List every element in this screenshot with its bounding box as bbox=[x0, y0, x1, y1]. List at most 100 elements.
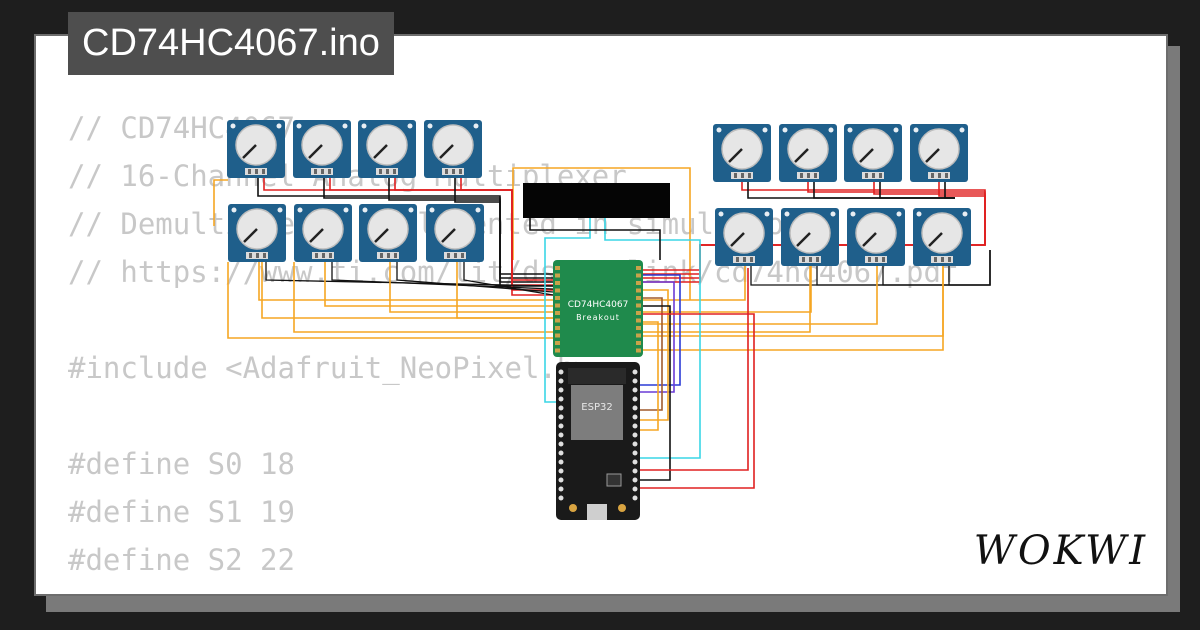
pot-hole bbox=[277, 207, 283, 213]
esp32-pin bbox=[558, 369, 564, 375]
esp32-chip bbox=[606, 473, 622, 487]
pot-indicator bbox=[794, 148, 809, 163]
esp32-label: ESP32 bbox=[581, 402, 612, 413]
esp32-pin bbox=[632, 432, 638, 438]
mux-pin bbox=[636, 341, 641, 345]
wire bbox=[604, 218, 701, 459]
project-title[interactable]: CD74HC4067.ino bbox=[68, 12, 394, 75]
pot-hole bbox=[276, 123, 282, 129]
wire bbox=[640, 289, 669, 421]
pot-hole bbox=[850, 211, 856, 217]
pot-pin bbox=[748, 173, 751, 178]
pot-hole bbox=[408, 207, 414, 213]
potentiometer bbox=[847, 208, 905, 266]
pot-pin bbox=[807, 173, 810, 178]
pot-indicator bbox=[243, 228, 258, 243]
pot-indicator bbox=[309, 228, 324, 243]
esp32-pin bbox=[558, 432, 564, 438]
pot-pin bbox=[875, 257, 878, 262]
mux-label-line2: Breakout bbox=[576, 313, 620, 322]
wire bbox=[640, 321, 659, 431]
esp32-pin bbox=[558, 396, 564, 402]
pot-pin bbox=[734, 173, 737, 178]
pot-pin bbox=[329, 253, 332, 258]
pot-pin bbox=[315, 253, 318, 258]
pot-hole bbox=[830, 211, 836, 217]
esp32-pin bbox=[558, 450, 564, 456]
wire bbox=[258, 262, 553, 301]
esp32-pin bbox=[632, 405, 638, 411]
potentiometer bbox=[910, 124, 968, 182]
pot-pin bbox=[328, 169, 331, 174]
pot-hole bbox=[362, 207, 368, 213]
wire bbox=[389, 262, 553, 313]
boot-button-icon[interactable] bbox=[569, 504, 577, 512]
pot-pin bbox=[262, 169, 265, 174]
potentiometer bbox=[844, 124, 902, 182]
wire bbox=[213, 179, 228, 226]
wire bbox=[879, 182, 955, 199]
pot-hole bbox=[896, 211, 902, 217]
pot-pin bbox=[394, 253, 397, 258]
mux-pin bbox=[636, 266, 641, 270]
mux-pin bbox=[555, 333, 560, 338]
potentiometer bbox=[713, 124, 771, 182]
pot-hole bbox=[916, 211, 922, 217]
potentiometers[interactable] bbox=[227, 120, 971, 266]
pot-pin bbox=[800, 173, 803, 178]
wire bbox=[512, 167, 691, 300]
pot-pin bbox=[461, 253, 464, 258]
wire bbox=[640, 297, 663, 411]
pot-hole bbox=[407, 123, 413, 129]
pot-pin bbox=[459, 169, 462, 174]
pot-pin bbox=[445, 169, 448, 174]
pot-pin bbox=[802, 257, 805, 262]
esp32-pin bbox=[558, 378, 564, 384]
esp32-pin bbox=[558, 441, 564, 447]
pot-hole bbox=[784, 211, 790, 217]
wire bbox=[640, 274, 681, 386]
mux-pin bbox=[555, 288, 560, 293]
wires bbox=[213, 167, 991, 489]
pot-indicator bbox=[796, 232, 811, 247]
esp32-pin bbox=[632, 459, 638, 465]
wire bbox=[293, 262, 553, 333]
pot-hole bbox=[473, 123, 479, 129]
wokwi-logo: WOKWI bbox=[973, 528, 1148, 574]
pot-pin bbox=[263, 253, 266, 258]
esp32-pin bbox=[558, 477, 564, 483]
mux-pin bbox=[555, 318, 560, 323]
wire bbox=[948, 250, 991, 286]
pot-pin bbox=[255, 169, 258, 174]
mux-pin bbox=[636, 311, 641, 315]
mux-breakout[interactable]: CD74HC4067 Breakout bbox=[553, 260, 643, 357]
potentiometer bbox=[715, 208, 773, 266]
pot-pin bbox=[872, 173, 875, 178]
pot-indicator bbox=[730, 232, 745, 247]
esp32-board[interactable]: ESP32 bbox=[556, 362, 640, 520]
pot-indicator bbox=[441, 228, 456, 243]
pot-indicator bbox=[374, 228, 389, 243]
wire bbox=[641, 266, 811, 333]
pot-hole bbox=[475, 207, 481, 213]
wire bbox=[640, 305, 671, 481]
pot-hole bbox=[718, 211, 724, 217]
wire bbox=[227, 262, 553, 339]
pot-pin bbox=[380, 253, 383, 258]
esp32-pin bbox=[558, 405, 564, 411]
potentiometer bbox=[228, 204, 286, 262]
pot-pin bbox=[379, 169, 382, 174]
pot-pin bbox=[393, 169, 396, 174]
mux-pins bbox=[555, 266, 641, 353]
pot-pin bbox=[814, 173, 817, 178]
mux-pin bbox=[636, 288, 641, 293]
pot-pin bbox=[322, 253, 325, 258]
display-module[interactable] bbox=[523, 183, 670, 218]
pot-indicator bbox=[928, 232, 943, 247]
pot-hole bbox=[429, 207, 435, 213]
pot-pin bbox=[938, 173, 941, 178]
wire bbox=[324, 262, 553, 307]
en-button-icon[interactable] bbox=[618, 504, 626, 512]
pot-pin bbox=[454, 253, 457, 258]
